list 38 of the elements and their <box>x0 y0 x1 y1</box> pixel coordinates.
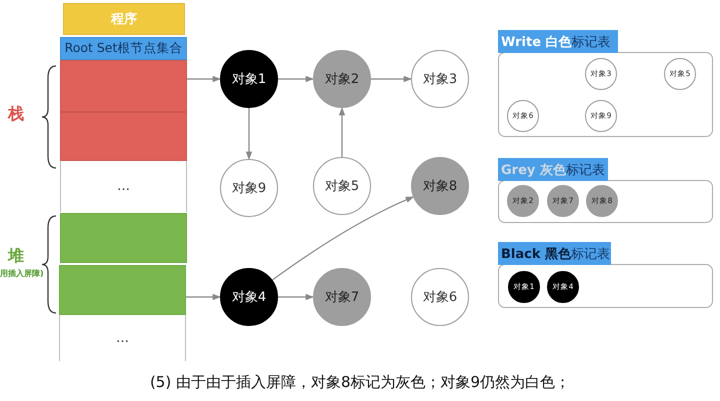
side-label: 栈 <box>8 104 24 125</box>
object-circle: 对象5 <box>313 157 371 215</box>
object-circle: 对象9 <box>220 159 278 217</box>
mark-table <box>498 242 713 308</box>
arrow <box>187 76 222 82</box>
arrow <box>272 196 414 280</box>
table-title: Write 白色 <box>501 34 572 50</box>
table-title: Black 黑色 <box>501 246 572 262</box>
object-circle: 对象2 <box>313 50 371 108</box>
object-circle: 对象4 <box>220 268 278 326</box>
object-circle: 对象6 <box>411 268 469 326</box>
arrow <box>338 106 346 157</box>
mark-table <box>498 30 713 137</box>
heap-block <box>60 213 187 263</box>
side-label: 用插入屏障) <box>0 268 44 279</box>
arrow <box>246 108 252 160</box>
object-circle: 对象7 <box>313 268 371 326</box>
memory-block: … <box>59 315 186 361</box>
arrow <box>186 294 222 300</box>
table-title: Grey 灰色 <box>501 162 566 178</box>
table-title: 标记表 <box>566 162 605 178</box>
stack-block <box>60 60 187 112</box>
object-circle: 对象1 <box>220 50 278 108</box>
root-set-block: Root Set根节点集合 <box>60 37 187 60</box>
mark-table <box>498 158 713 223</box>
memory-block: … <box>60 161 187 212</box>
program-block: 程序 <box>63 3 185 35</box>
arrow <box>278 76 314 82</box>
object-circle: 对象3 <box>411 50 469 108</box>
table-title: 标记表 <box>571 246 610 262</box>
object-circle: 对象8 <box>411 157 469 215</box>
table-title: 标记表 <box>572 34 611 50</box>
arrow <box>371 76 412 82</box>
heap-block <box>59 265 186 315</box>
caption: (5) 由于由于插入屏障，对象8标记为灰色；对象9仍然为白色； <box>148 373 572 392</box>
side-label: 堆 <box>8 246 24 267</box>
stack-block <box>60 112 187 161</box>
arrow <box>278 294 314 300</box>
